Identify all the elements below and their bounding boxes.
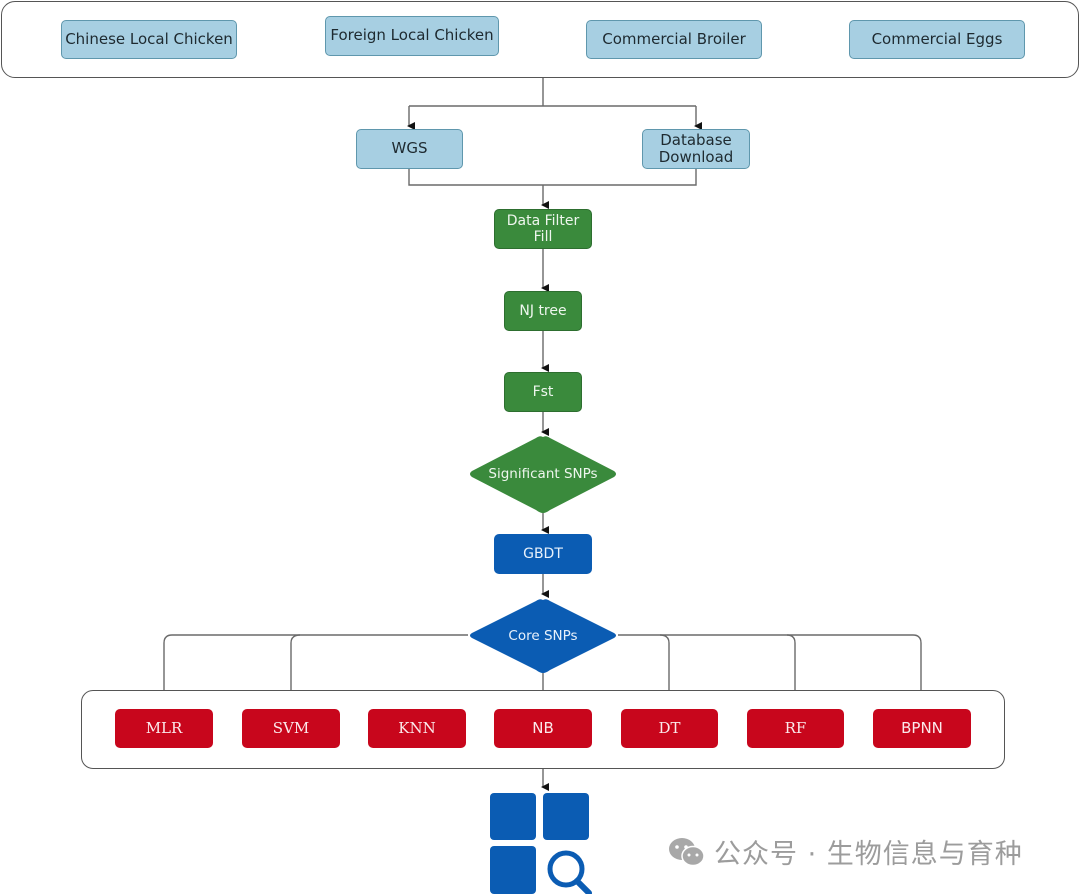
- watermark-text: 公众号 · 生物信息与育种: [714, 839, 1023, 870]
- model-label: DT: [658, 718, 681, 737]
- model-label: RF: [784, 718, 807, 737]
- line-core-to-bpnn: [618, 634, 927, 709]
- gbdt-label: GBDT: [523, 545, 563, 562]
- wgs-node: WGS: [356, 129, 463, 169]
- model-label: MLR: [145, 718, 183, 737]
- source-label: Chinese Local Chicken: [65, 29, 233, 48]
- line-core-to-dt: [659, 634, 675, 709]
- model-dt: DT: [621, 709, 718, 748]
- fst-label: Fst: [532, 383, 554, 400]
- line-core-to-mlr: [162, 634, 468, 709]
- source-label: Foreign Local Chicken: [330, 26, 494, 45]
- source-foreign-local-chicken: Foreign Local Chicken: [325, 16, 499, 56]
- model-label: KNN: [398, 718, 436, 737]
- line-core-to-svm: [289, 634, 301, 709]
- line-split-to-wgs: [409, 105, 696, 126]
- model-label: NB: [532, 718, 554, 737]
- data-filter-fill-node: Data Filter Fill: [494, 209, 592, 249]
- model-bpnn: BPNN: [873, 709, 971, 748]
- model-svm: SVM: [242, 709, 340, 748]
- gbdt-node: GBDT: [494, 534, 592, 574]
- wechat-icon: [669, 837, 705, 866]
- grid-search-icon: [490, 793, 592, 894]
- line-core-to-rf: [786, 634, 801, 709]
- nj-tree-label: NJ tree: [519, 302, 567, 319]
- significant-snps-label: Significant SNPs: [488, 466, 598, 482]
- model-label: BPNN: [901, 718, 943, 737]
- database-label-line2: Download: [658, 148, 734, 166]
- source-label: Commercial Broiler: [602, 29, 746, 48]
- source-commercial-eggs: Commercial Eggs: [849, 20, 1025, 59]
- fst-node: Fst: [504, 372, 582, 412]
- core-snps-label: Core SNPs: [508, 627, 578, 644]
- database-download-node: Database Download: [642, 129, 750, 169]
- source-commercial-broiler: Commercial Broiler: [586, 20, 762, 59]
- filter-label-line2: Fill: [533, 229, 553, 245]
- model-rf: RF: [747, 709, 844, 748]
- wgs-label: WGS: [391, 139, 428, 158]
- filter-label-line1: Data Filter: [506, 212, 580, 229]
- database-label-line1: Database: [660, 130, 732, 149]
- line-wgs-merge: [408, 168, 697, 186]
- significant-snps-diamond: [470, 436, 616, 513]
- model-label: SVM: [272, 718, 310, 737]
- model-nb: NB: [494, 709, 592, 748]
- nj-tree-node: NJ tree: [504, 291, 582, 331]
- core-snps-diamond: [470, 599, 616, 673]
- model-mlr: MLR: [115, 709, 213, 748]
- watermark: 公众号 · 生物信息与育种: [668, 832, 1023, 871]
- model-knn: KNN: [368, 709, 466, 748]
- source-chinese-local-chicken: Chinese Local Chicken: [61, 20, 237, 59]
- source-label: Commercial Eggs: [871, 29, 1003, 48]
